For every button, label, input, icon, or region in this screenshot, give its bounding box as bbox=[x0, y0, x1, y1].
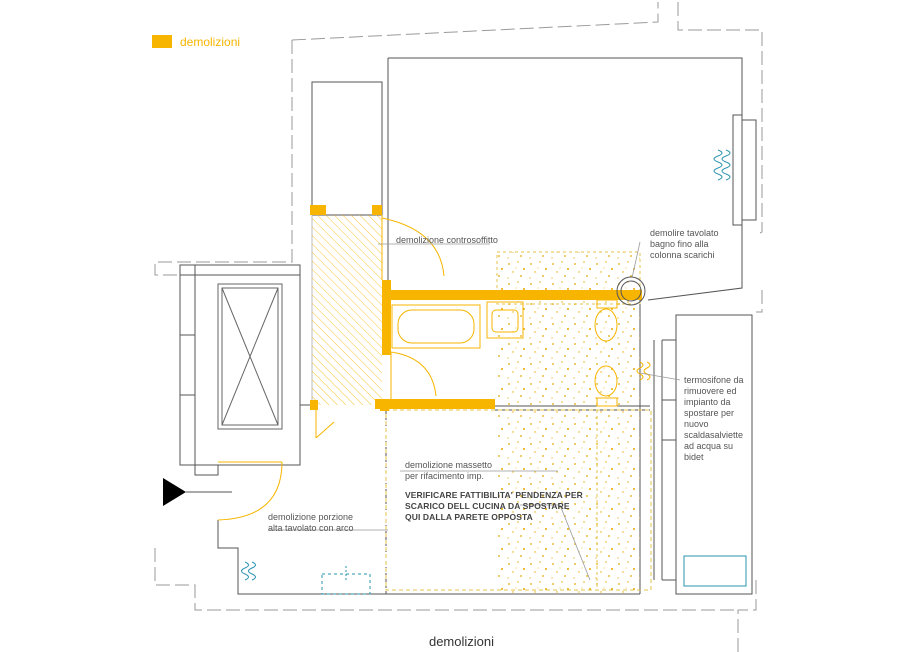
note-verificare: VERIFICARE FATTIBILITA' PENDENZA PER SCA… bbox=[405, 490, 583, 522]
shaft-icon bbox=[217, 283, 283, 430]
bidet-icon bbox=[594, 365, 618, 407]
sink-icon bbox=[486, 301, 524, 339]
legend-swatch bbox=[152, 35, 172, 48]
demolition-walls bbox=[310, 205, 642, 411]
drain-column-icon bbox=[616, 276, 646, 306]
plan-caption: demolizioni bbox=[428, 634, 495, 649]
note-controsoffitto: demolizione controsoffitto bbox=[396, 235, 498, 245]
controsoffitto-demolition-area bbox=[312, 215, 382, 405]
note-porzione: demolizione porzione alta tavolato con a… bbox=[268, 512, 354, 533]
window bbox=[732, 114, 757, 226]
massetto-demolition-area bbox=[385, 251, 652, 594]
note-massetto: demolizione massetto per rifacimento imp… bbox=[405, 460, 493, 481]
bathtub-icon bbox=[391, 304, 481, 349]
leader-lines bbox=[268, 241, 681, 581]
building-outline bbox=[154, 2, 763, 652]
radiator-remove-icon bbox=[636, 361, 651, 381]
appliance-box bbox=[321, 555, 747, 595]
note-termosifone: termosifone da rimuovere ed impianto da … bbox=[684, 375, 744, 462]
legend-label: demolizioni bbox=[180, 35, 241, 49]
doors bbox=[217, 215, 445, 521]
radiator-icon bbox=[241, 149, 731, 581]
note-tavolato-bagno: demolire tavolato bagno fino alla colonn… bbox=[650, 228, 719, 260]
toilet-icon bbox=[594, 299, 618, 342]
entrance-arrow-icon bbox=[163, 478, 232, 506]
